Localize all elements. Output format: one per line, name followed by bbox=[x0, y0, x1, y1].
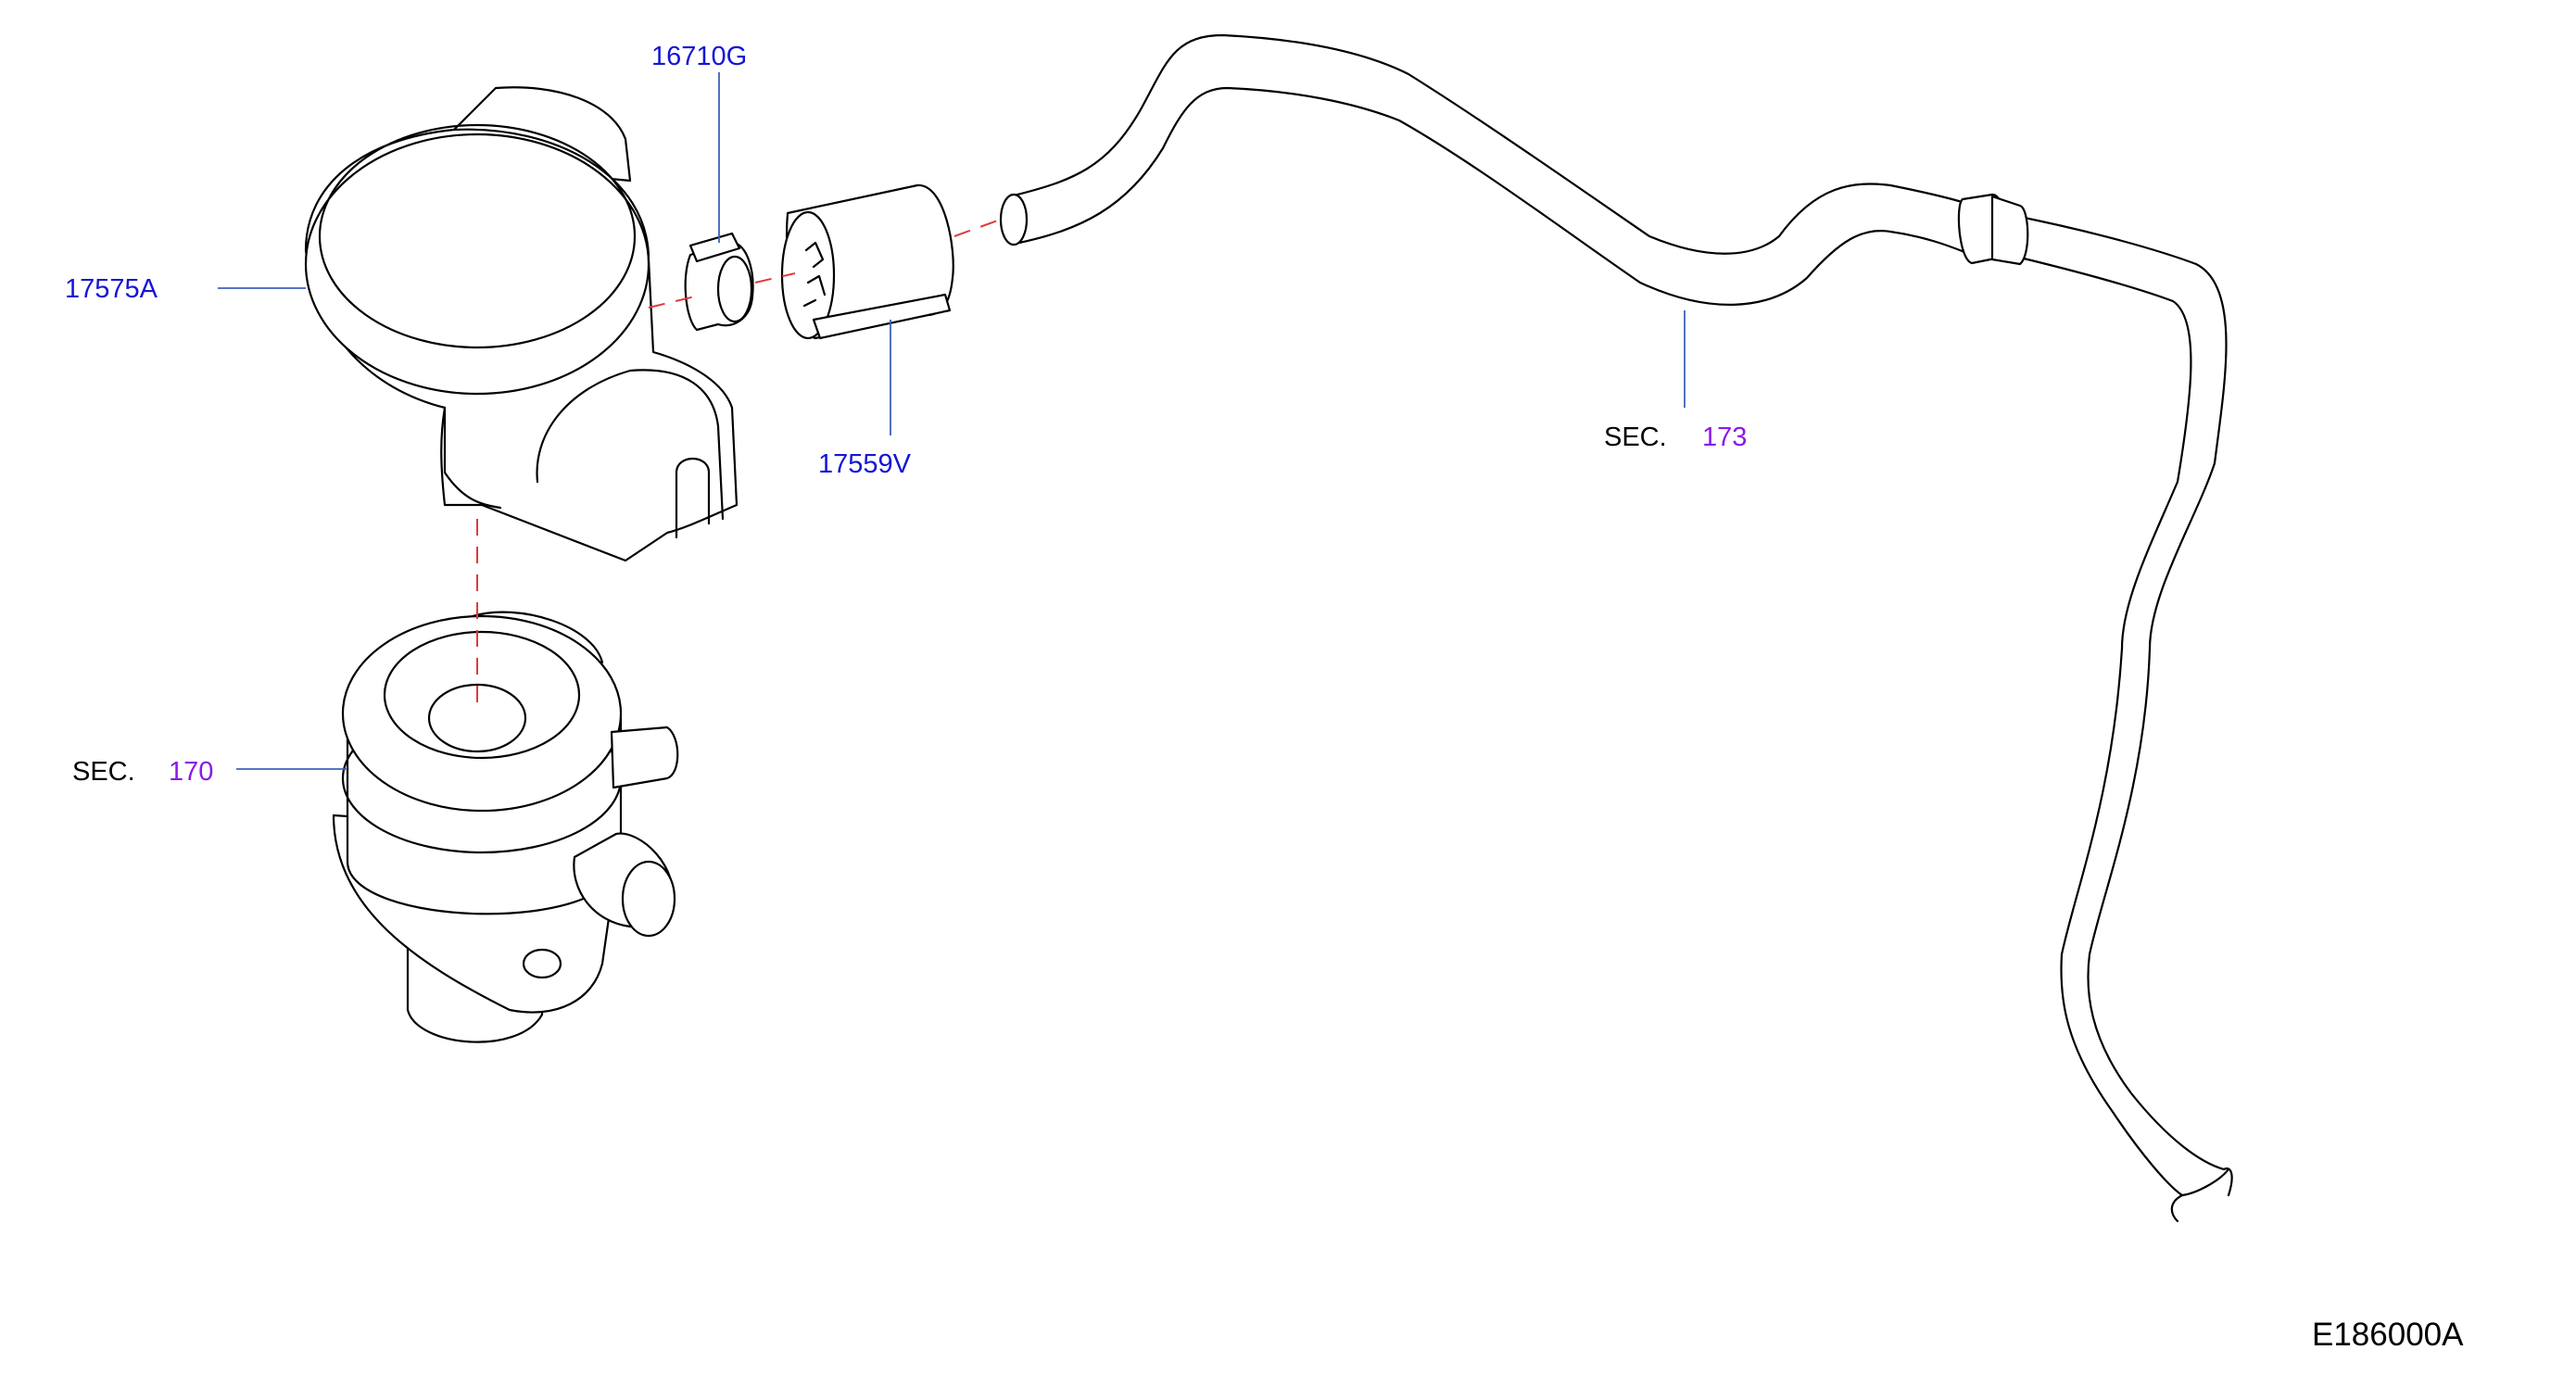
valve-side-nozzle-top bbox=[610, 725, 679, 789]
valve-dome-port bbox=[427, 683, 527, 753]
connector-latch bbox=[802, 241, 827, 308]
valve-sec-170 bbox=[332, 611, 679, 1043]
connector-base bbox=[812, 293, 952, 340]
valve-bottom-edge bbox=[443, 406, 502, 510]
hose-joint-collar bbox=[1990, 195, 2029, 266]
valve-cap-outer bbox=[304, 132, 650, 396]
hose-outline-upper bbox=[1008, 33, 2228, 1171]
connector-17559V bbox=[780, 183, 954, 340]
clip-16710G bbox=[684, 232, 754, 332]
valve-17575A bbox=[304, 86, 739, 562]
sec-170-prefix: SEC. bbox=[72, 757, 135, 787]
clip-tab bbox=[688, 232, 741, 263]
valve-side-nozzle-end bbox=[621, 860, 676, 938]
valve-bracket bbox=[536, 369, 725, 521]
clip-ring bbox=[716, 255, 753, 323]
flange-bolt-hole bbox=[522, 948, 562, 979]
sec-173-prefix: SEC. bbox=[1604, 423, 1667, 452]
valve-cap-inner bbox=[318, 123, 637, 349]
labels: 17575A 16710G 17559V SEC. 173 SEC. 170 E… bbox=[65, 42, 2464, 1353]
connector-face bbox=[780, 210, 836, 340]
hose-end-cut bbox=[2180, 1167, 2230, 1197]
callout-16710G: 16710G bbox=[651, 42, 747, 71]
hose-end-bottom bbox=[2170, 1167, 2233, 1223]
drawing-code: E186000A bbox=[2312, 1317, 2464, 1353]
hose-assembly bbox=[999, 33, 2233, 1223]
sec-173-number: 173 bbox=[1702, 423, 1747, 452]
assembly-dashed-lines bbox=[476, 217, 1006, 713]
dashed-line-connector-to-hose bbox=[953, 217, 1006, 237]
hose-end-left bbox=[999, 193, 1029, 246]
dashed-line-clip-to-connector bbox=[754, 272, 796, 284]
valve-bracket-slot bbox=[675, 458, 711, 539]
leader-lines bbox=[218, 72, 1686, 770]
hose-outline-lower bbox=[1017, 86, 2192, 1197]
callout-17575A: 17575A bbox=[65, 274, 158, 304]
dashed-line-valve-to-clip bbox=[648, 296, 696, 309]
valve-dome-inner bbox=[383, 630, 581, 760]
callout-17559V: 17559V bbox=[818, 449, 912, 479]
sec-170-number: 170 bbox=[169, 757, 213, 787]
